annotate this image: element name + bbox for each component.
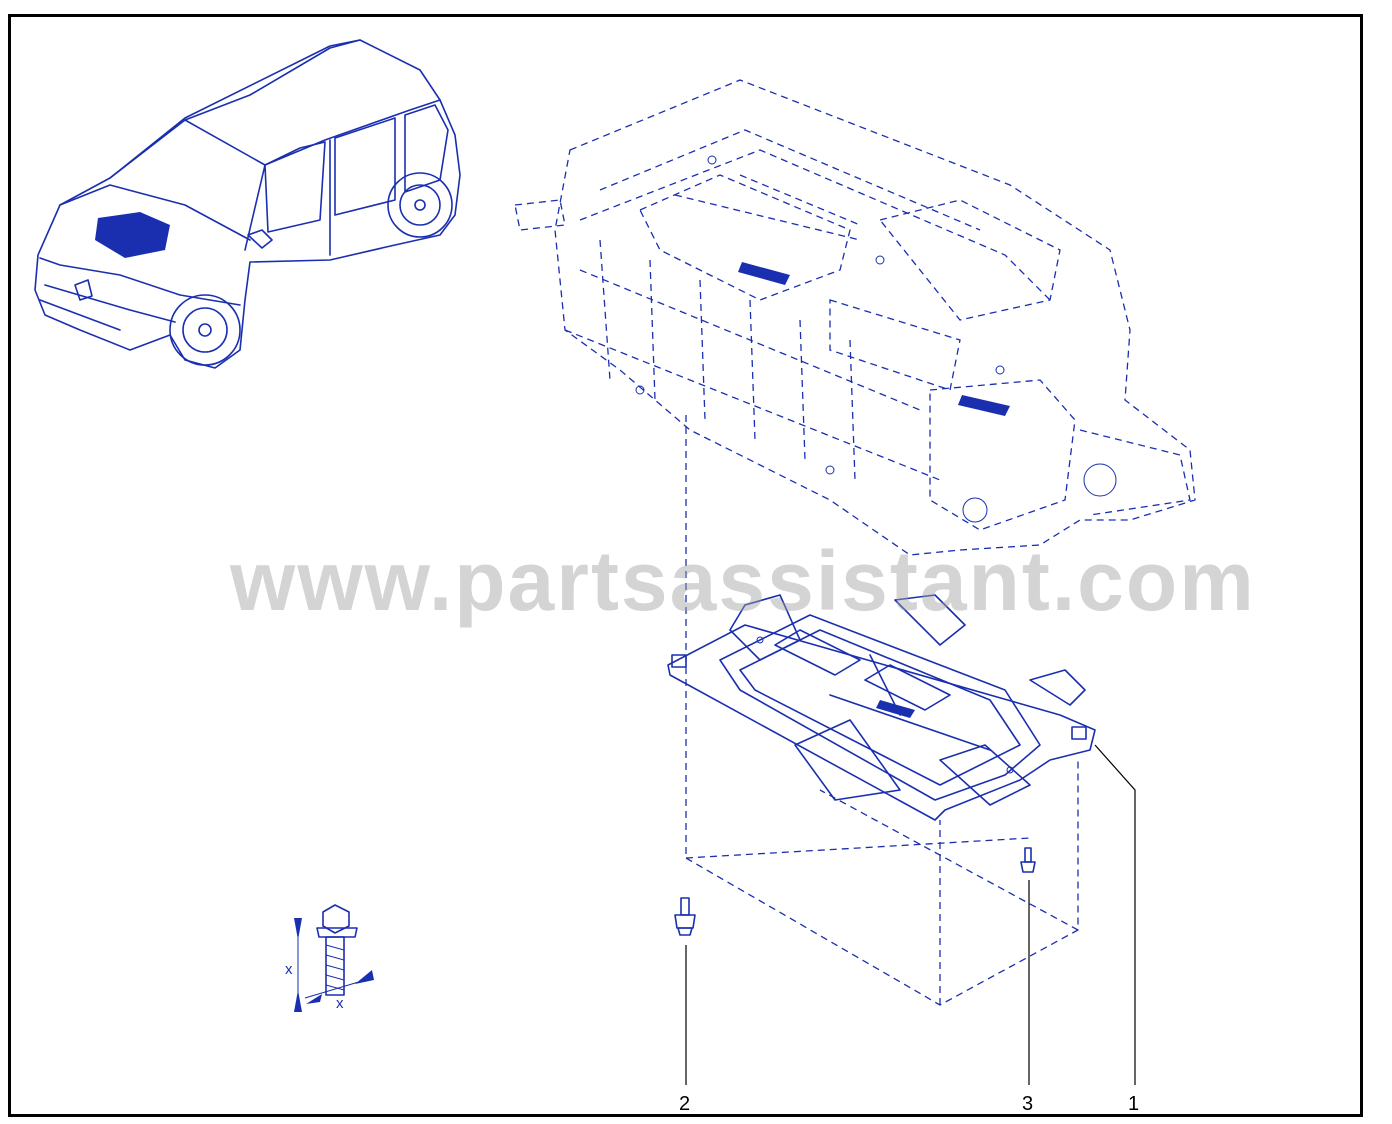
callout-1: 1 [1128,1093,1140,1115]
part-1-converter-unit [667,594,1096,821]
callout-leaders [685,744,1136,1085]
part-2-bolt [674,897,696,936]
diagram-frame [8,14,1363,1117]
callout-3: 3 [1022,1093,1034,1115]
vehicle-locator-illustration [34,39,461,369]
dimension-label-vertical: x [285,961,293,978]
watermark-text: www.partsassistant.com [230,534,1256,628]
bolt-dimension-legend [294,904,374,1012]
power-electronics-assembly [514,79,1196,556]
part-3-bolt [1020,847,1036,873]
dimension-label-horizontal: x [336,995,344,1012]
callout-2: 2 [679,1093,691,1115]
installation-outline [685,415,1079,1006]
